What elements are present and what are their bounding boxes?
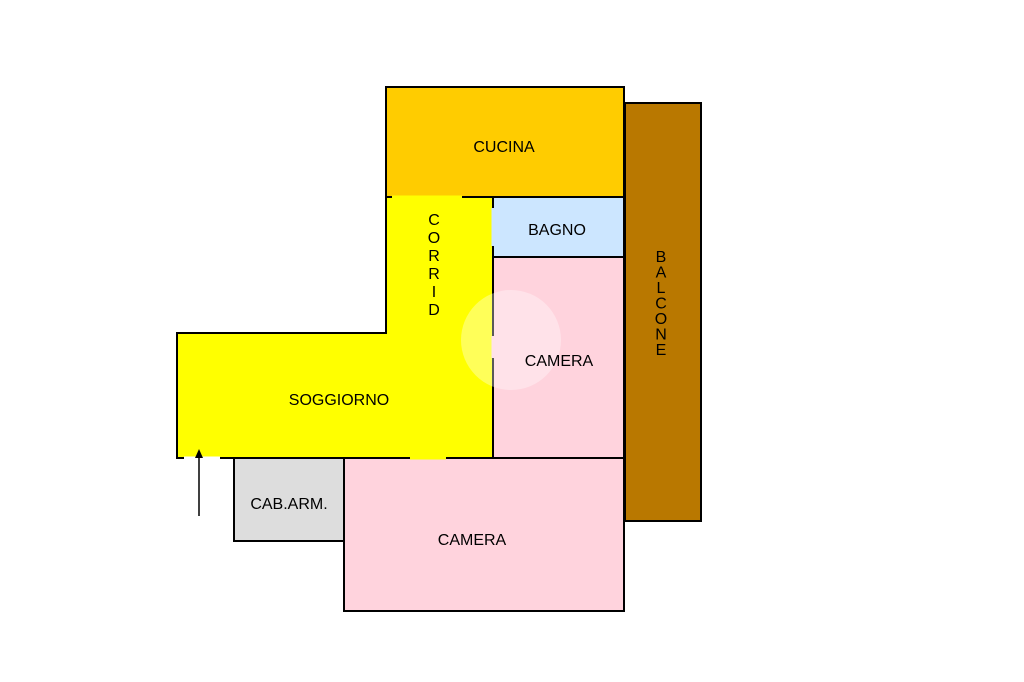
bedroom-upper-area <box>492 256 625 459</box>
bedroom-lower-area <box>343 457 625 612</box>
bedroom-lower-label: CAMERA <box>438 532 507 549</box>
closet-area <box>233 457 345 542</box>
living-room-label: SOGGIORNO <box>289 392 389 409</box>
arrow-up-icon <box>195 449 203 516</box>
watermark-logo <box>461 290 561 390</box>
balcony-area <box>624 102 702 522</box>
kitchen-area <box>385 86 625 198</box>
kitchen-label: CUCINA <box>473 139 535 156</box>
bathroom-label: BAGNO <box>528 222 586 239</box>
living-room-area <box>176 196 494 459</box>
bedroom-upper-label: CAMERA <box>525 353 594 370</box>
closet-label: CAB.ARM. <box>250 496 327 513</box>
